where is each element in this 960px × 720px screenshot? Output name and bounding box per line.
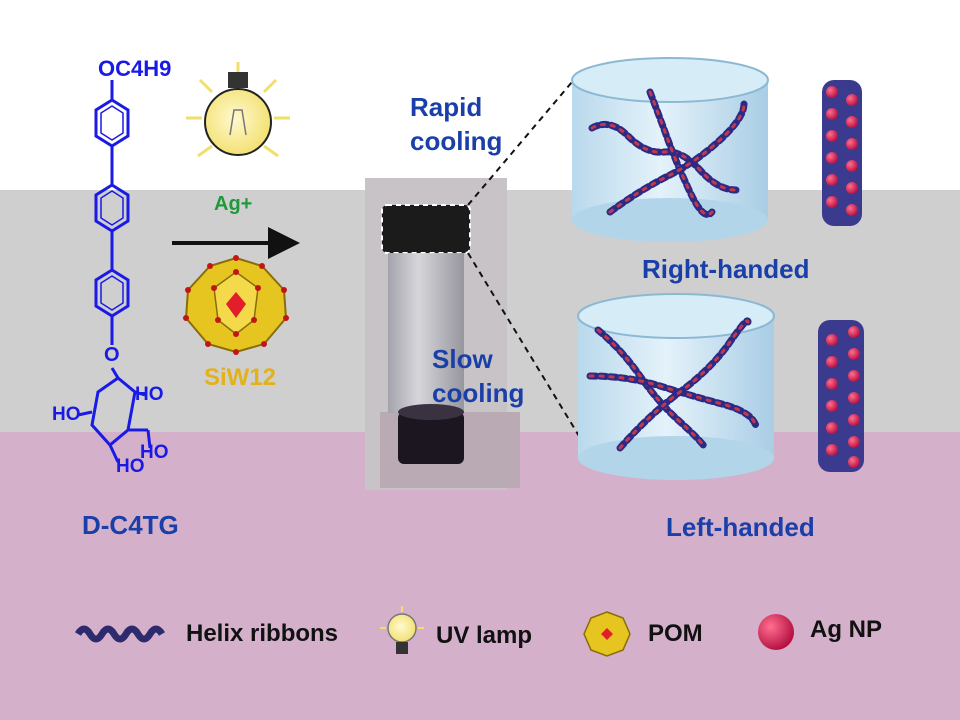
legend-pom-label: POM	[648, 620, 703, 647]
legend-helix-label: Helix ribbons	[186, 620, 339, 647]
molecule-structure	[77, 80, 152, 463]
legend-ag-label: Ag NP	[810, 616, 882, 643]
ho-label-4: HO	[116, 456, 145, 477]
slow-cooling-label-line2: cooling	[432, 378, 525, 408]
ho-label-1: HO	[135, 384, 164, 405]
slow-cooling-label-line1: Slow	[432, 344, 493, 374]
left-handed-label: Left-handed	[666, 512, 815, 542]
ag-ion-label: Ag+	[214, 193, 253, 215]
ho-label-3: HO	[140, 442, 169, 463]
ho-label-2: HO	[52, 404, 81, 425]
siw12-label: SiW12	[204, 364, 277, 391]
legend-uv-label: UV lamp	[436, 622, 533, 649]
butoxy-group-label: OC4H9	[98, 56, 172, 81]
ether-oxygen-label: O	[104, 344, 120, 366]
rapid-cooling-label-line1: Rapid	[410, 92, 483, 122]
molecule-name: D-C4TG	[82, 510, 179, 540]
right-handed-label: Right-handed	[642, 254, 810, 284]
rapid-cooling-label-line2: cooling	[410, 126, 503, 156]
